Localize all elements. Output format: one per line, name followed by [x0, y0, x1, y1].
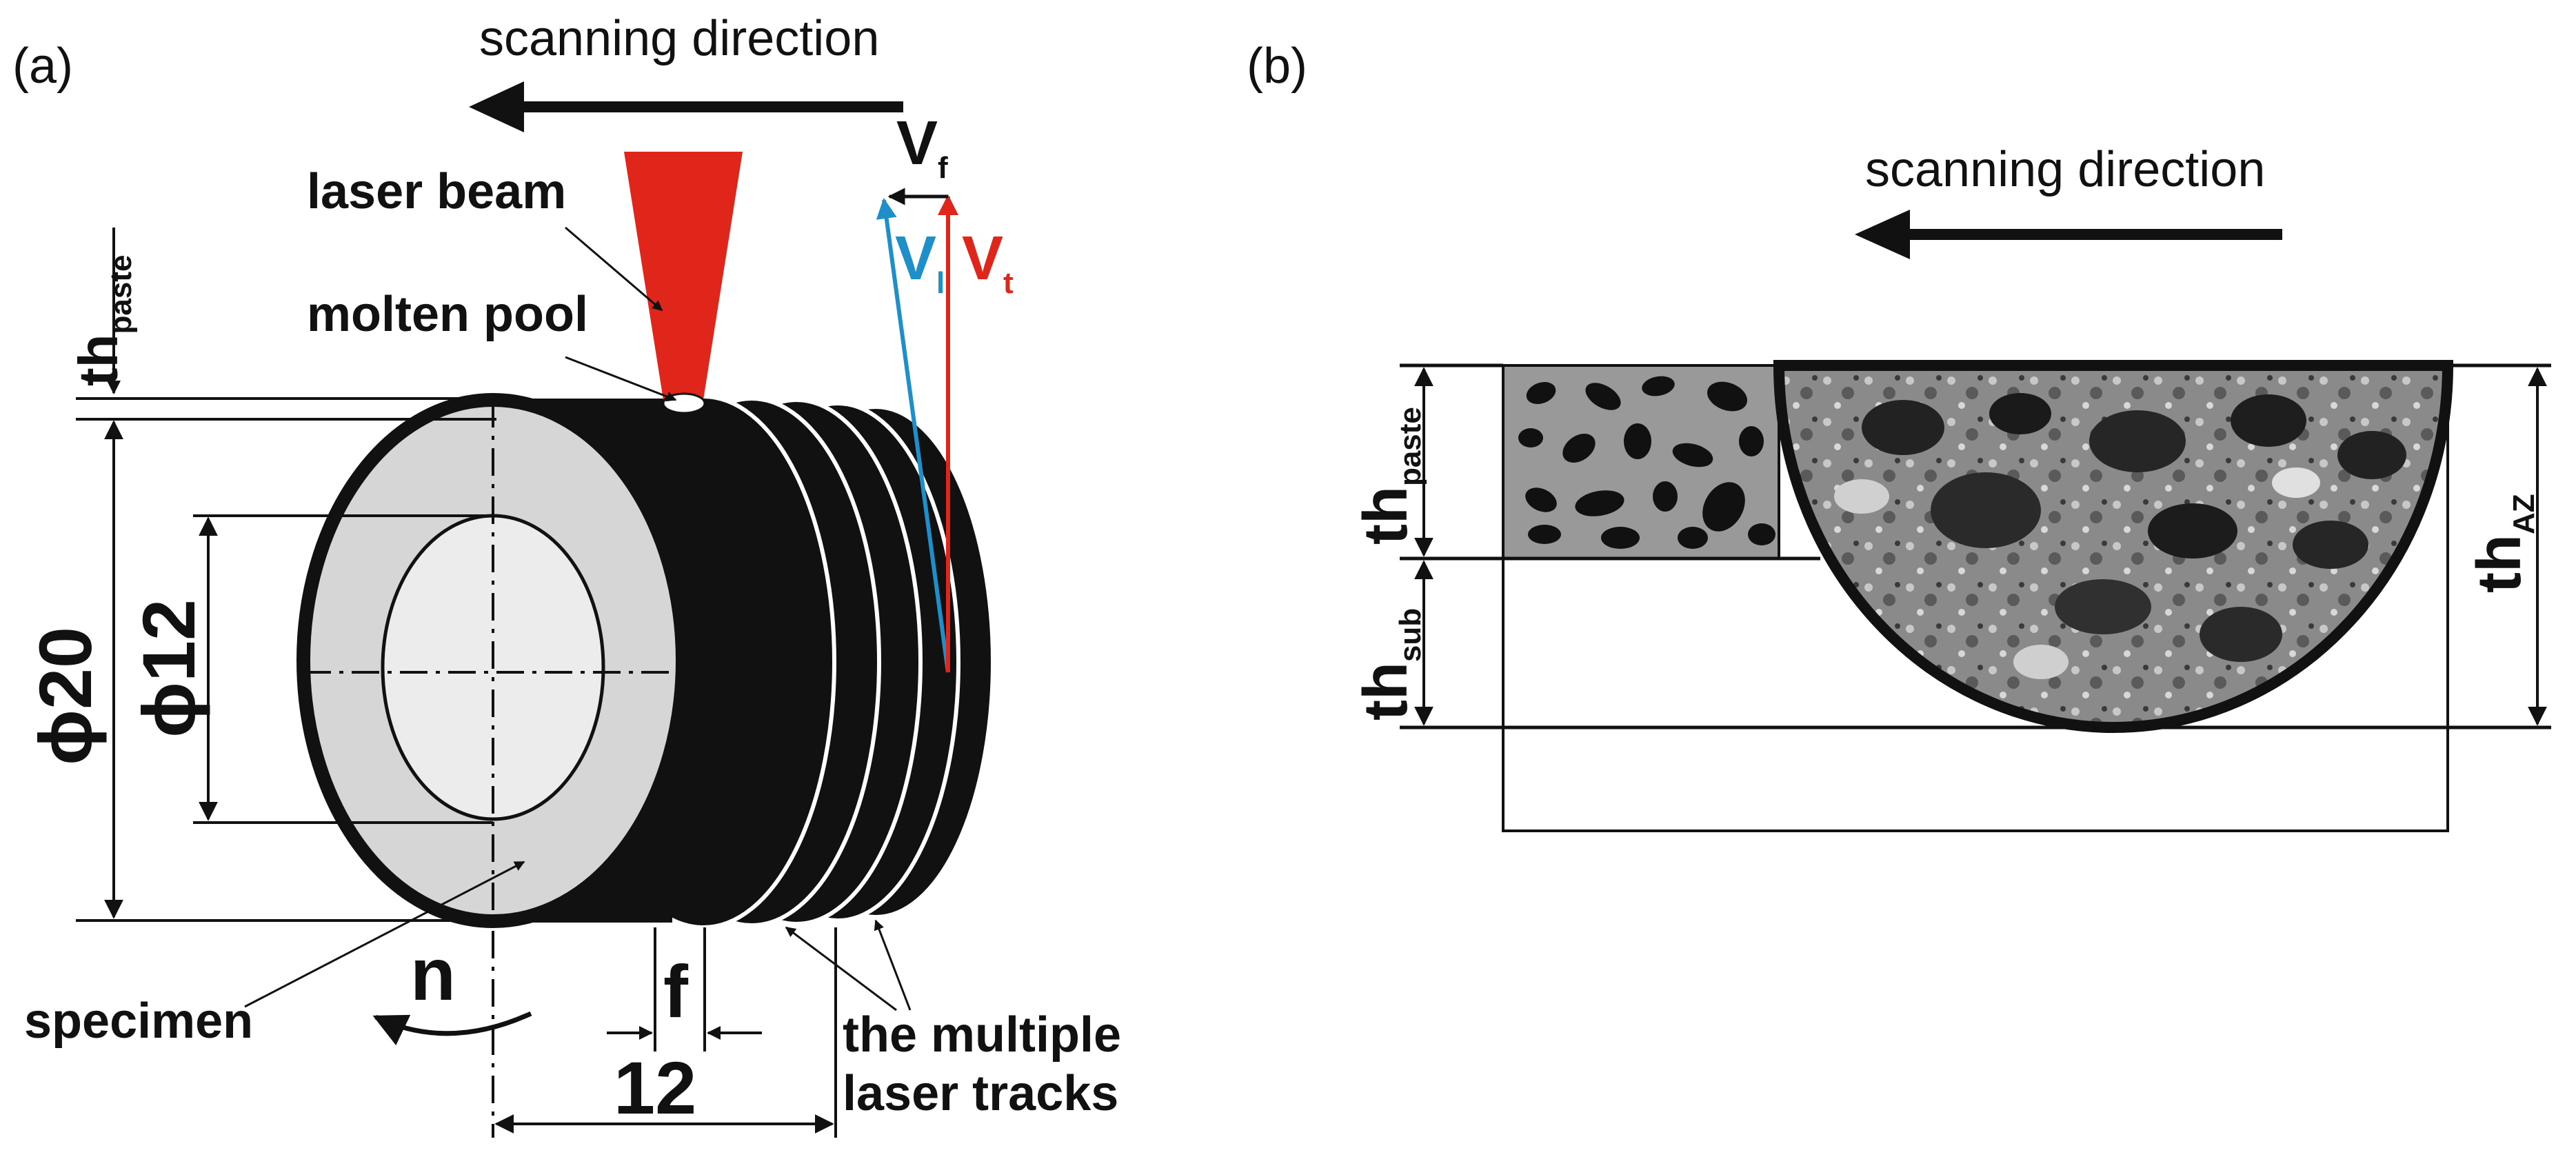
paste-particle — [1518, 428, 1543, 447]
paste-particle — [1624, 423, 1651, 459]
molten-pool-label: molten pool — [307, 287, 588, 342]
specimen-label: specimen — [24, 994, 253, 1049]
panel-b: (b) scanning direction — [1247, 39, 2551, 832]
feed-label: f — [663, 949, 689, 1033]
laser-beam — [624, 152, 743, 400]
panel-b-label: (b) — [1247, 39, 1307, 94]
th-paste-label-b: thpaste — [1351, 407, 1427, 545]
paste-particle — [1739, 426, 1764, 456]
specimen-leader — [244, 861, 525, 1008]
laser-beam-label: laser beam — [307, 164, 566, 219]
v-f-label: Vf — [896, 109, 948, 185]
paste-particle — [1585, 383, 1621, 410]
paste-particle — [1678, 527, 1708, 549]
tracks-label-line2: laser tracks — [843, 1066, 1118, 1121]
paste-particle — [1707, 381, 1748, 412]
rotation-label: n — [410, 932, 456, 1016]
paste-particles — [1518, 376, 1775, 549]
length-label: 12 — [614, 1046, 696, 1129]
phi12-label: ϕ12 — [127, 599, 210, 738]
tracks-label-line1: the multiple — [843, 1007, 1121, 1063]
scanning-direction-label: scanning direction — [479, 11, 879, 66]
paste-particle — [1526, 382, 1556, 404]
paste-particle — [1562, 434, 1596, 463]
v-t-label: Vt — [962, 224, 1014, 300]
paste-particle — [1653, 481, 1678, 512]
scanning-direction-arrowhead — [469, 81, 524, 132]
th-paste-label: thpaste — [68, 255, 138, 386]
scanning-direction-label-b: scanning direction — [1865, 142, 2265, 197]
panel-a: (a) scanning direction laser beam molten… — [12, 11, 1121, 1138]
paste-particle — [1528, 525, 1561, 544]
v-l-label: Vl — [895, 224, 945, 300]
paste-particle — [1575, 490, 1624, 516]
phi20-label: ϕ20 — [23, 627, 107, 765]
paste-particle — [1672, 443, 1713, 467]
rotation-arrow — [372, 1011, 532, 1046]
paste-particle — [1601, 527, 1640, 549]
tracks-leader — [785, 926, 897, 1012]
th-az-label: thAZ — [2465, 494, 2541, 593]
panel-a-label: (a) — [12, 39, 73, 94]
paste-particle — [1702, 482, 1745, 532]
laser-beam-leader — [565, 226, 663, 312]
paste-particle — [1748, 523, 1775, 545]
paste-particle — [1525, 487, 1557, 512]
scanning-direction-arrowhead-b — [1855, 210, 1910, 259]
th-sub-label: thsub — [1351, 608, 1427, 721]
v-l-vector — [876, 198, 950, 673]
molten-pool-leader — [565, 356, 677, 402]
tracks-leader — [874, 919, 912, 1011]
paste-particle — [1642, 376, 1675, 396]
